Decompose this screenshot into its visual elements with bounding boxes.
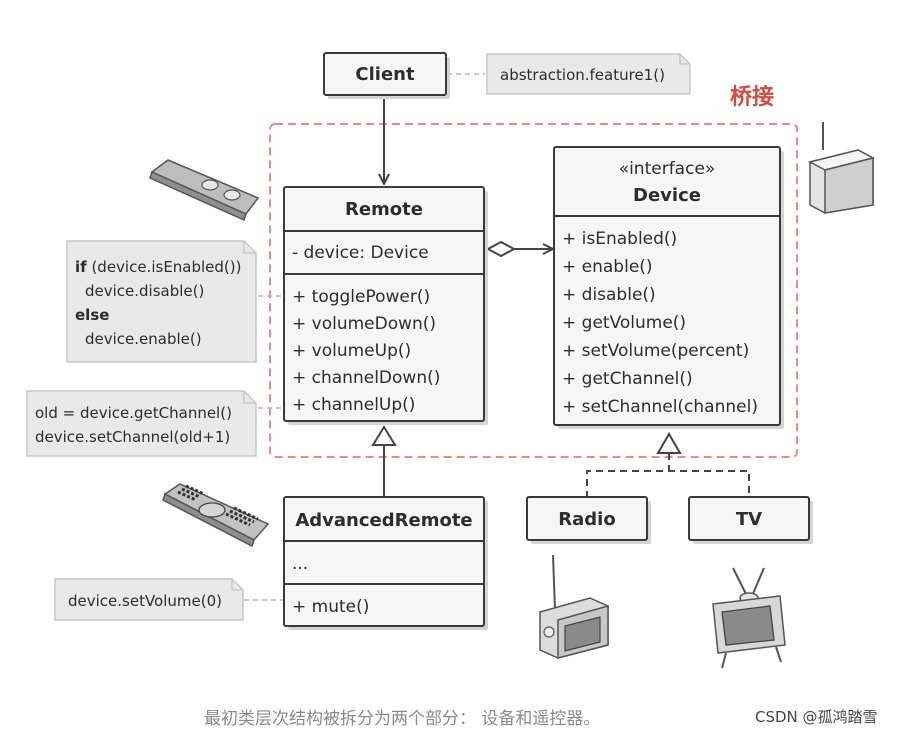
device-method: + getChannel()	[562, 369, 693, 389]
device-method: + disable()	[562, 285, 656, 305]
device-method: + getVolume()	[562, 313, 686, 333]
note-line: device.disable()	[85, 282, 204, 300]
client-note-text: abstraction.feature1()	[500, 66, 665, 84]
tv-title: TV	[736, 509, 762, 530]
device-method: + isEnabled()	[562, 229, 677, 249]
csdn-watermark: CSDN @孤鸿踏雪	[755, 708, 878, 726]
note-keyword-else: else	[75, 306, 109, 324]
device-method: + setVolume(percent)	[562, 341, 749, 361]
remote-method: + channelUp()	[292, 395, 415, 415]
toggle-power-note: if (device.isEnabled()) device.disable()…	[66, 240, 257, 363]
note-line: device.enable()	[85, 330, 202, 348]
advanced-remote-field: ...	[292, 554, 308, 574]
radio-icon	[539, 554, 609, 659]
note-condition: (device.isEnabled())	[87, 258, 242, 276]
advanced-remote-class: AdvancedRemote ... + mute()	[283, 496, 488, 630]
radio-title: Radio	[558, 509, 615, 530]
remote-method: + volumeUp()	[292, 341, 411, 361]
remote-title: Remote	[345, 199, 423, 220]
device-box-icon	[807, 122, 876, 214]
device-method: + enable()	[562, 257, 653, 277]
advanced-remote-title: AdvancedRemote	[295, 510, 472, 531]
aggregation-connector	[485, 240, 553, 258]
remote-method: + togglePower()	[292, 287, 430, 307]
remote-inheritance	[371, 425, 397, 498]
tv-class: TV	[688, 496, 813, 544]
diagram-caption: 最初类层次结构被拆分为两个部分： 设备和遥控器。	[204, 709, 600, 729]
device-title: Device	[633, 185, 701, 206]
svg-text:if (device.isEnabled()): if (device.isEnabled())	[75, 258, 241, 276]
client-class: Client	[323, 52, 450, 99]
remote-control-icon	[149, 159, 260, 222]
device-stereotype: «interface»	[619, 159, 716, 179]
bridge-label: 桥接	[730, 84, 774, 110]
client-note: abstraction.feature1()	[486, 53, 691, 95]
device-interface: «interface» Device + isEnabled() + enabl…	[553, 146, 784, 429]
mute-note: device.setVolume(0)	[54, 578, 244, 621]
note-keyword-if: if	[75, 258, 87, 276]
bridge-region	[269, 123, 798, 458]
remote-field: - device: Device	[292, 243, 429, 263]
remote-class: Remote - device: Device + togglePower() …	[283, 186, 488, 425]
remote-method: + channelDown()	[292, 368, 440, 388]
channel-up-note: old = device.getChannel() device.setChan…	[26, 390, 257, 457]
radio-class: Radio	[526, 496, 651, 544]
client-title: Client	[355, 64, 415, 85]
advanced-remote-method: + mute()	[292, 597, 369, 617]
remote-method: + volumeDown()	[292, 314, 436, 334]
device-realization	[586, 432, 750, 498]
device-method: + setChannel(channel)	[562, 397, 758, 417]
note-line: device.setVolume(0)	[68, 592, 222, 610]
tv-icon	[712, 567, 786, 669]
note-line: device.setChannel(old+1)	[35, 428, 230, 446]
note-line: old = device.getChannel()	[35, 404, 232, 422]
advanced-remote-icon	[162, 483, 270, 548]
